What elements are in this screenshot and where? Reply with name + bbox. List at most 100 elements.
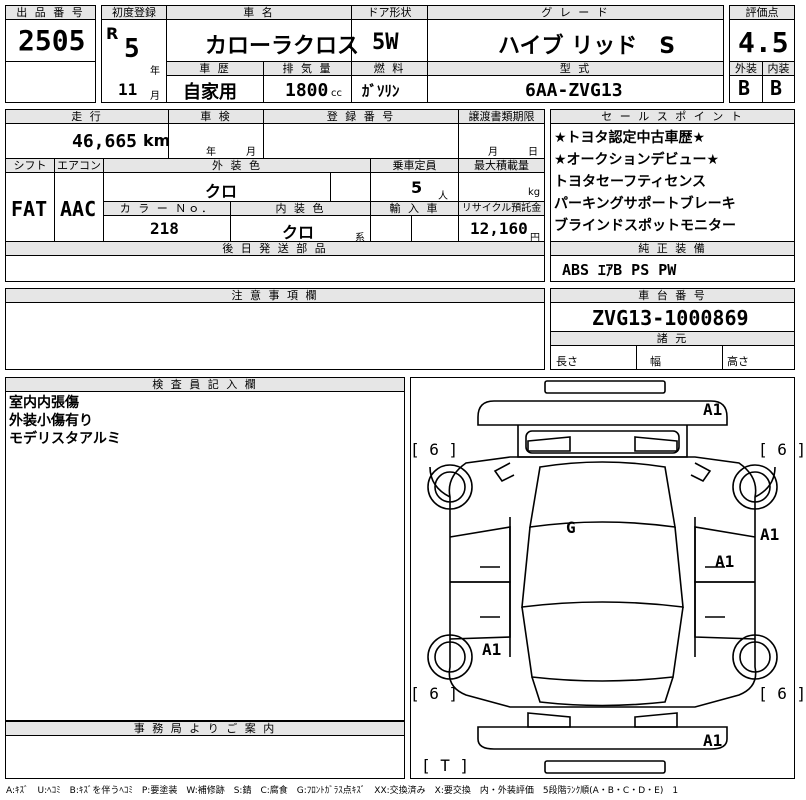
reg-number-cell xyxy=(263,123,459,159)
inspector-notes: 室内内張傷外装小傷有りモデリスタアルミ xyxy=(9,394,121,448)
sales-point-item: ブラインドスポットモニター xyxy=(554,218,736,234)
dims-label: 諸 元 xyxy=(550,331,795,346)
mileage-unit: km xyxy=(143,131,171,150)
int-color-label: 内 装 色 xyxy=(230,201,371,216)
fuel: ｶﾞｿﾘﾝ xyxy=(362,82,400,100)
damage-mark-right: A1 xyxy=(760,525,780,544)
sales-point-item: トヨタセーフティセンス xyxy=(554,174,707,190)
damage-mark-side: A1 xyxy=(715,552,735,571)
car-name-label: 車 名 xyxy=(166,5,352,20)
width-label: 幅 xyxy=(650,355,661,368)
inspection-year-unit: 年 xyxy=(206,147,216,158)
sales-points-label: セ ー ル ス ポ イ ン ト xyxy=(550,109,795,124)
damage-mark-left: A1 xyxy=(482,640,502,659)
capacity-label: 乗車定員 xyxy=(370,158,459,173)
inspector-label: 検 査 員 記 入 欄 xyxy=(5,377,405,392)
sales-points-list: ★トヨタ認定中古車歴★ ★オークションデビュー★ トヨタセーフティセンスパーキングサ… xyxy=(554,127,736,237)
interior-label: 内装 xyxy=(762,61,795,76)
ext-color-label: 外 装 色 xyxy=(103,158,371,173)
transfer-month-unit: 月 xyxy=(488,147,498,158)
inspection-month-unit: 月 xyxy=(246,147,256,158)
color-no: 218 xyxy=(150,219,179,238)
int-color: クロ xyxy=(282,223,315,242)
recycle-label: リサイクル預託金 xyxy=(458,201,545,216)
car-name: カローラクロス xyxy=(205,34,360,59)
tire-spare: [ T ] xyxy=(421,756,470,775)
reg-number-label: 登 録 番 号 xyxy=(263,109,459,124)
inspector-note-line: 室内内張傷 xyxy=(9,395,79,411)
sales-point-item: ★オークションデビュー★ xyxy=(554,152,720,168)
office-cell xyxy=(5,735,405,779)
car-diagram xyxy=(427,380,778,774)
first-reg-month: 11 xyxy=(118,80,138,99)
grade-label: グ レ ー ド xyxy=(427,5,724,20)
tire-rear-left: [ 6 ] xyxy=(410,684,459,703)
office-label: 事 務 局 よ り ご 案 内 xyxy=(5,721,405,736)
mileage-label: 走 行 xyxy=(5,109,169,124)
exterior-label: 外装 xyxy=(729,61,763,76)
door-label: ドア形状 xyxy=(351,5,428,20)
displacement-unit: cc xyxy=(331,88,342,99)
displacement: 1800 xyxy=(285,80,329,101)
inspector-note-line: 外装小傷有り xyxy=(9,413,93,429)
ac: AAC xyxy=(60,197,97,221)
inspection-label: 車 検 xyxy=(168,109,264,124)
shift: FAT xyxy=(11,197,48,221)
year-unit: 年 xyxy=(150,66,160,77)
chassis-label: 車 台 番 号 xyxy=(550,288,795,303)
ext-color: クロ xyxy=(205,182,238,201)
height-label: 高さ xyxy=(727,355,749,368)
first-reg-year: 5 xyxy=(124,34,140,64)
int-color-unit: 系 xyxy=(355,233,365,244)
model-label: 型 式 xyxy=(427,61,724,76)
tire-front-left: [ 6 ] xyxy=(410,440,459,459)
equipment-label: 純 正 装 備 xyxy=(550,241,795,256)
lot-label: 出 品 番 号 xyxy=(5,5,96,20)
model: 6AA-ZVG13 xyxy=(525,80,623,101)
interior-grade-cell xyxy=(762,75,795,103)
ext-color-subcell xyxy=(330,172,371,202)
model-cell xyxy=(427,75,724,103)
mileage: 46,665 xyxy=(72,131,138,152)
max-load-label: 最大積載量 xyxy=(458,158,545,173)
legend: A:ｷｽﾞ U:ﾍｺﾐ B:ｷｽﾞを伴うﾍｺﾐ P:要塗装 W:補修跡 S:錆 … xyxy=(6,786,679,796)
equipment-value: ABS ｴｱB PS PW xyxy=(562,261,677,279)
chassis-number: ZVG13-1000869 xyxy=(592,306,749,330)
later-parts-label: 後 日 発 送 部 品 xyxy=(5,241,545,256)
import-subcell xyxy=(411,215,459,242)
equipment-cell xyxy=(550,255,795,282)
tire-front-right: [ 6 ] xyxy=(758,440,806,459)
inspector-note-line: モデリスタアルミ xyxy=(9,431,121,447)
sales-point-item: パーキングサポートブレーキ xyxy=(554,196,736,212)
exterior-grade: B xyxy=(738,76,751,100)
transfer-doc-label: 譲渡書類期限 xyxy=(458,109,545,124)
grade: ハイブ リッド S xyxy=(498,34,676,59)
first-reg-label: 初度登録 xyxy=(101,5,167,20)
inspector-cell xyxy=(5,391,405,721)
month-unit: 月 xyxy=(150,91,160,102)
history-label: 車 歴 xyxy=(166,61,264,76)
capacity: 5 xyxy=(411,178,423,197)
recycle-unit: 円 xyxy=(530,233,540,244)
car-diagram-frame xyxy=(410,377,795,779)
ac-label: エアコン xyxy=(54,158,104,173)
shift-label: シフト xyxy=(5,158,55,173)
capacity-unit: 人 xyxy=(438,191,448,202)
damage-mark-front: A1 xyxy=(703,400,723,419)
score-label: 評価点 xyxy=(729,5,795,20)
door-type: 5W xyxy=(372,30,399,55)
sales-point-item: ★トヨタ認定中古車歴★ xyxy=(554,130,706,146)
interior-grade: B xyxy=(770,76,783,100)
lot-number: 2505 xyxy=(18,24,86,57)
transfer-day-unit: 日 xyxy=(528,147,538,158)
damage-mark-glass: G xyxy=(566,518,576,537)
displacement-label: 排 気 量 xyxy=(263,61,352,76)
height-cell xyxy=(722,345,795,370)
import-label: 輸 入 車 xyxy=(370,201,459,216)
era-letter: R xyxy=(106,24,119,43)
max-load-unit: kg xyxy=(528,187,541,198)
later-parts-cell xyxy=(5,255,545,282)
notes-cell xyxy=(5,302,545,370)
notes-label: 注 意 事 項 欄 xyxy=(5,288,545,303)
recycle: 12,160 xyxy=(470,219,528,238)
